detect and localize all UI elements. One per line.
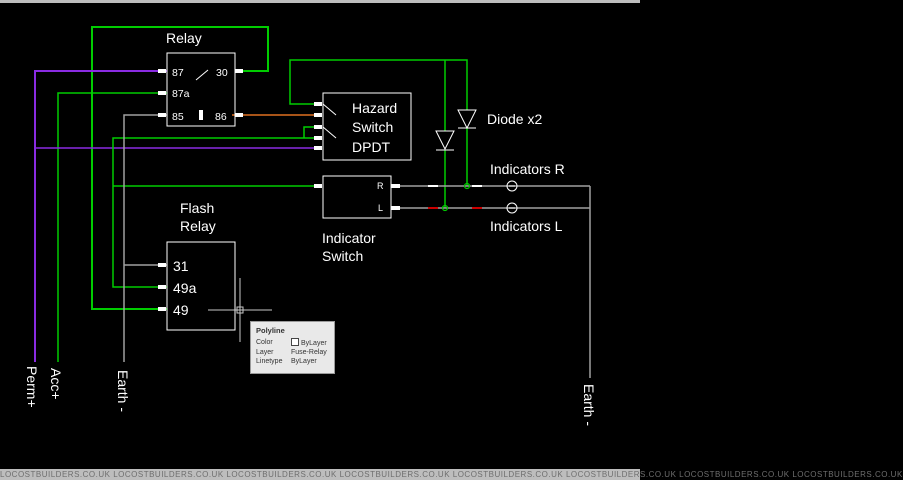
tooltip-key: Color xyxy=(256,339,273,346)
junction-l xyxy=(441,204,449,212)
flash-pin-49a-marker xyxy=(158,285,166,289)
acc-plus-label: Acc+ xyxy=(48,368,64,400)
tooltip-key: Layer xyxy=(256,349,274,356)
indicator-switch-box[interactable] xyxy=(322,175,392,219)
flash-relay-label-line2: Relay xyxy=(180,218,216,234)
indicator-switch-l-label: L xyxy=(378,203,383,213)
wire-relay30-to-flash49[interactable] xyxy=(91,26,269,310)
tooltip-value: ByLayer xyxy=(301,340,327,347)
wire-49a-hazard[interactable] xyxy=(112,137,316,288)
wire-acc-87a[interactable] xyxy=(57,92,167,362)
relay-pin-30-marker xyxy=(235,69,243,73)
polyline-tooltip: Polyline Color ByLayer Layer Fuse-Relay … xyxy=(250,321,335,374)
wire-hazard-diode-left[interactable] xyxy=(303,126,316,138)
hazard-label-line1: Hazard xyxy=(352,100,397,116)
tooltip-row-color: Color ByLayer xyxy=(256,338,329,348)
flash-pin-49-marker xyxy=(158,307,166,311)
tooltip-value: Fuse-Relay xyxy=(291,349,327,356)
flash-relay-label-line1: Flash xyxy=(180,200,214,216)
indicator-switch-label-line2: Switch xyxy=(322,248,363,264)
hazard-switch-box[interactable] xyxy=(322,92,412,161)
watermark-strip: LOCOSTBUILDERS.CO.UK LOCOSTBUILDERS.CO.U… xyxy=(0,469,903,480)
earth-right-label: Earth - xyxy=(581,384,597,426)
wire-hazard-diodes[interactable] xyxy=(289,59,468,110)
wire-perm-87[interactable] xyxy=(34,70,167,362)
hazard-pin-4 xyxy=(314,136,322,140)
tooltip-key: Linetype xyxy=(256,358,283,365)
top-border-strip xyxy=(0,0,640,3)
indicator-switch-label-line1: Indicator xyxy=(322,230,376,246)
tooltip-row-layer: Layer Fuse-Relay xyxy=(256,348,329,357)
hazard-switch-arm-2 xyxy=(322,126,337,139)
wiring-diagram: Relay 87 30 87a 85 86 Hazard Switch DPDT… xyxy=(24,26,597,426)
hazard-label-line2: Switch xyxy=(352,119,393,135)
flash-pin-49a-label: 49a xyxy=(173,280,197,296)
indicator-switch-r-label: R xyxy=(377,181,384,191)
hazard-pin-1 xyxy=(314,102,322,106)
perm-plus-label: Perm+ xyxy=(24,366,40,408)
diode-label: Diode x2 xyxy=(487,111,542,127)
indicator-pin-l xyxy=(391,206,400,210)
earth-left-label: Earth - xyxy=(115,370,131,412)
tooltip-row-linetype: Linetype ByLayer xyxy=(256,357,329,366)
flash-pin-31-marker xyxy=(158,263,166,267)
hazard-pin-2 xyxy=(314,113,322,117)
relay-box[interactable] xyxy=(166,52,236,127)
wire-earth-left[interactable] xyxy=(123,114,167,362)
indicators-r-label: Indicators R xyxy=(490,161,565,177)
hazard-label-line3: DPDT xyxy=(352,139,391,155)
relay-pin-86-label: 86 xyxy=(215,111,227,123)
color-swatch-icon xyxy=(291,338,299,346)
flash-pin-31-label: 31 xyxy=(173,258,189,274)
relay-pin-85-label: 85 xyxy=(172,111,184,123)
relay-pin-85-marker xyxy=(158,113,166,117)
relay-pin-87-marker xyxy=(158,69,166,73)
relay-coil xyxy=(199,110,203,120)
tooltip-value: ByLayer xyxy=(291,358,317,365)
diode-left-icon xyxy=(435,130,455,151)
flash-relay-box[interactable] xyxy=(166,241,236,331)
indicators-l-label: Indicators L xyxy=(490,218,563,234)
indicator-pin-in xyxy=(314,184,322,188)
relay-pin-30-label: 30 xyxy=(216,67,228,79)
diode-right-icon xyxy=(457,109,477,130)
tooltip-title: Polyline xyxy=(256,326,285,335)
junction-r xyxy=(463,182,471,190)
lamp-left-icon xyxy=(506,202,518,214)
flash-pin-49-label: 49 xyxy=(173,302,189,318)
cad-crosshair-cursor xyxy=(208,278,272,342)
relay-switch-arm xyxy=(195,69,209,81)
relay-title: Relay xyxy=(166,30,202,46)
hazard-switch-arm-1 xyxy=(322,103,337,116)
hazard-pin-3 xyxy=(314,125,322,129)
relay-pin-87a-marker xyxy=(158,91,166,95)
relay-pin-87a-label: 87a xyxy=(172,88,190,100)
indicator-pin-r xyxy=(391,184,400,188)
lamp-right-icon xyxy=(506,180,518,192)
hazard-pin-5 xyxy=(314,146,322,150)
relay-pin-86-marker xyxy=(235,113,243,117)
relay-pin-87-label: 87 xyxy=(172,67,184,79)
